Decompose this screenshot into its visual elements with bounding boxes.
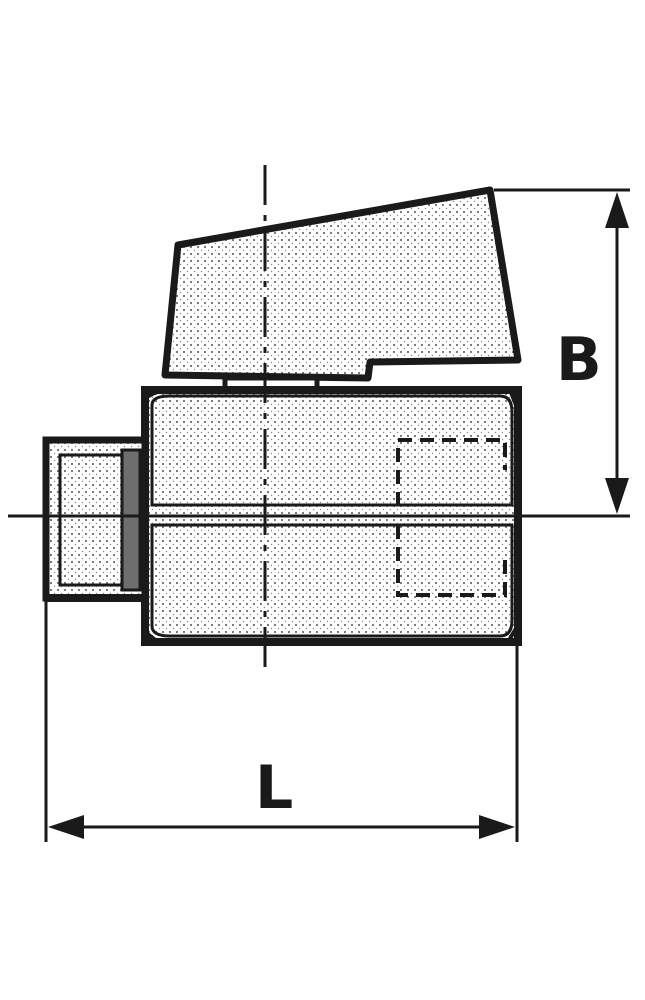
dimension-l-arrow-left (48, 815, 84, 839)
valve-handle (161, 186, 522, 382)
dimension-b-arrow-bottom (605, 478, 629, 514)
dimension-b-arrow-top (605, 192, 629, 228)
hidden-bore-outline (396, 438, 507, 597)
threaded-inlet (42, 436, 149, 602)
dimension-l: L (44, 598, 519, 842)
dimension-b: B (494, 188, 630, 518)
dimension-l-arrow-right (479, 815, 515, 839)
dimension-b-label: B (556, 325, 602, 395)
dimension-l-label: L (255, 753, 293, 823)
